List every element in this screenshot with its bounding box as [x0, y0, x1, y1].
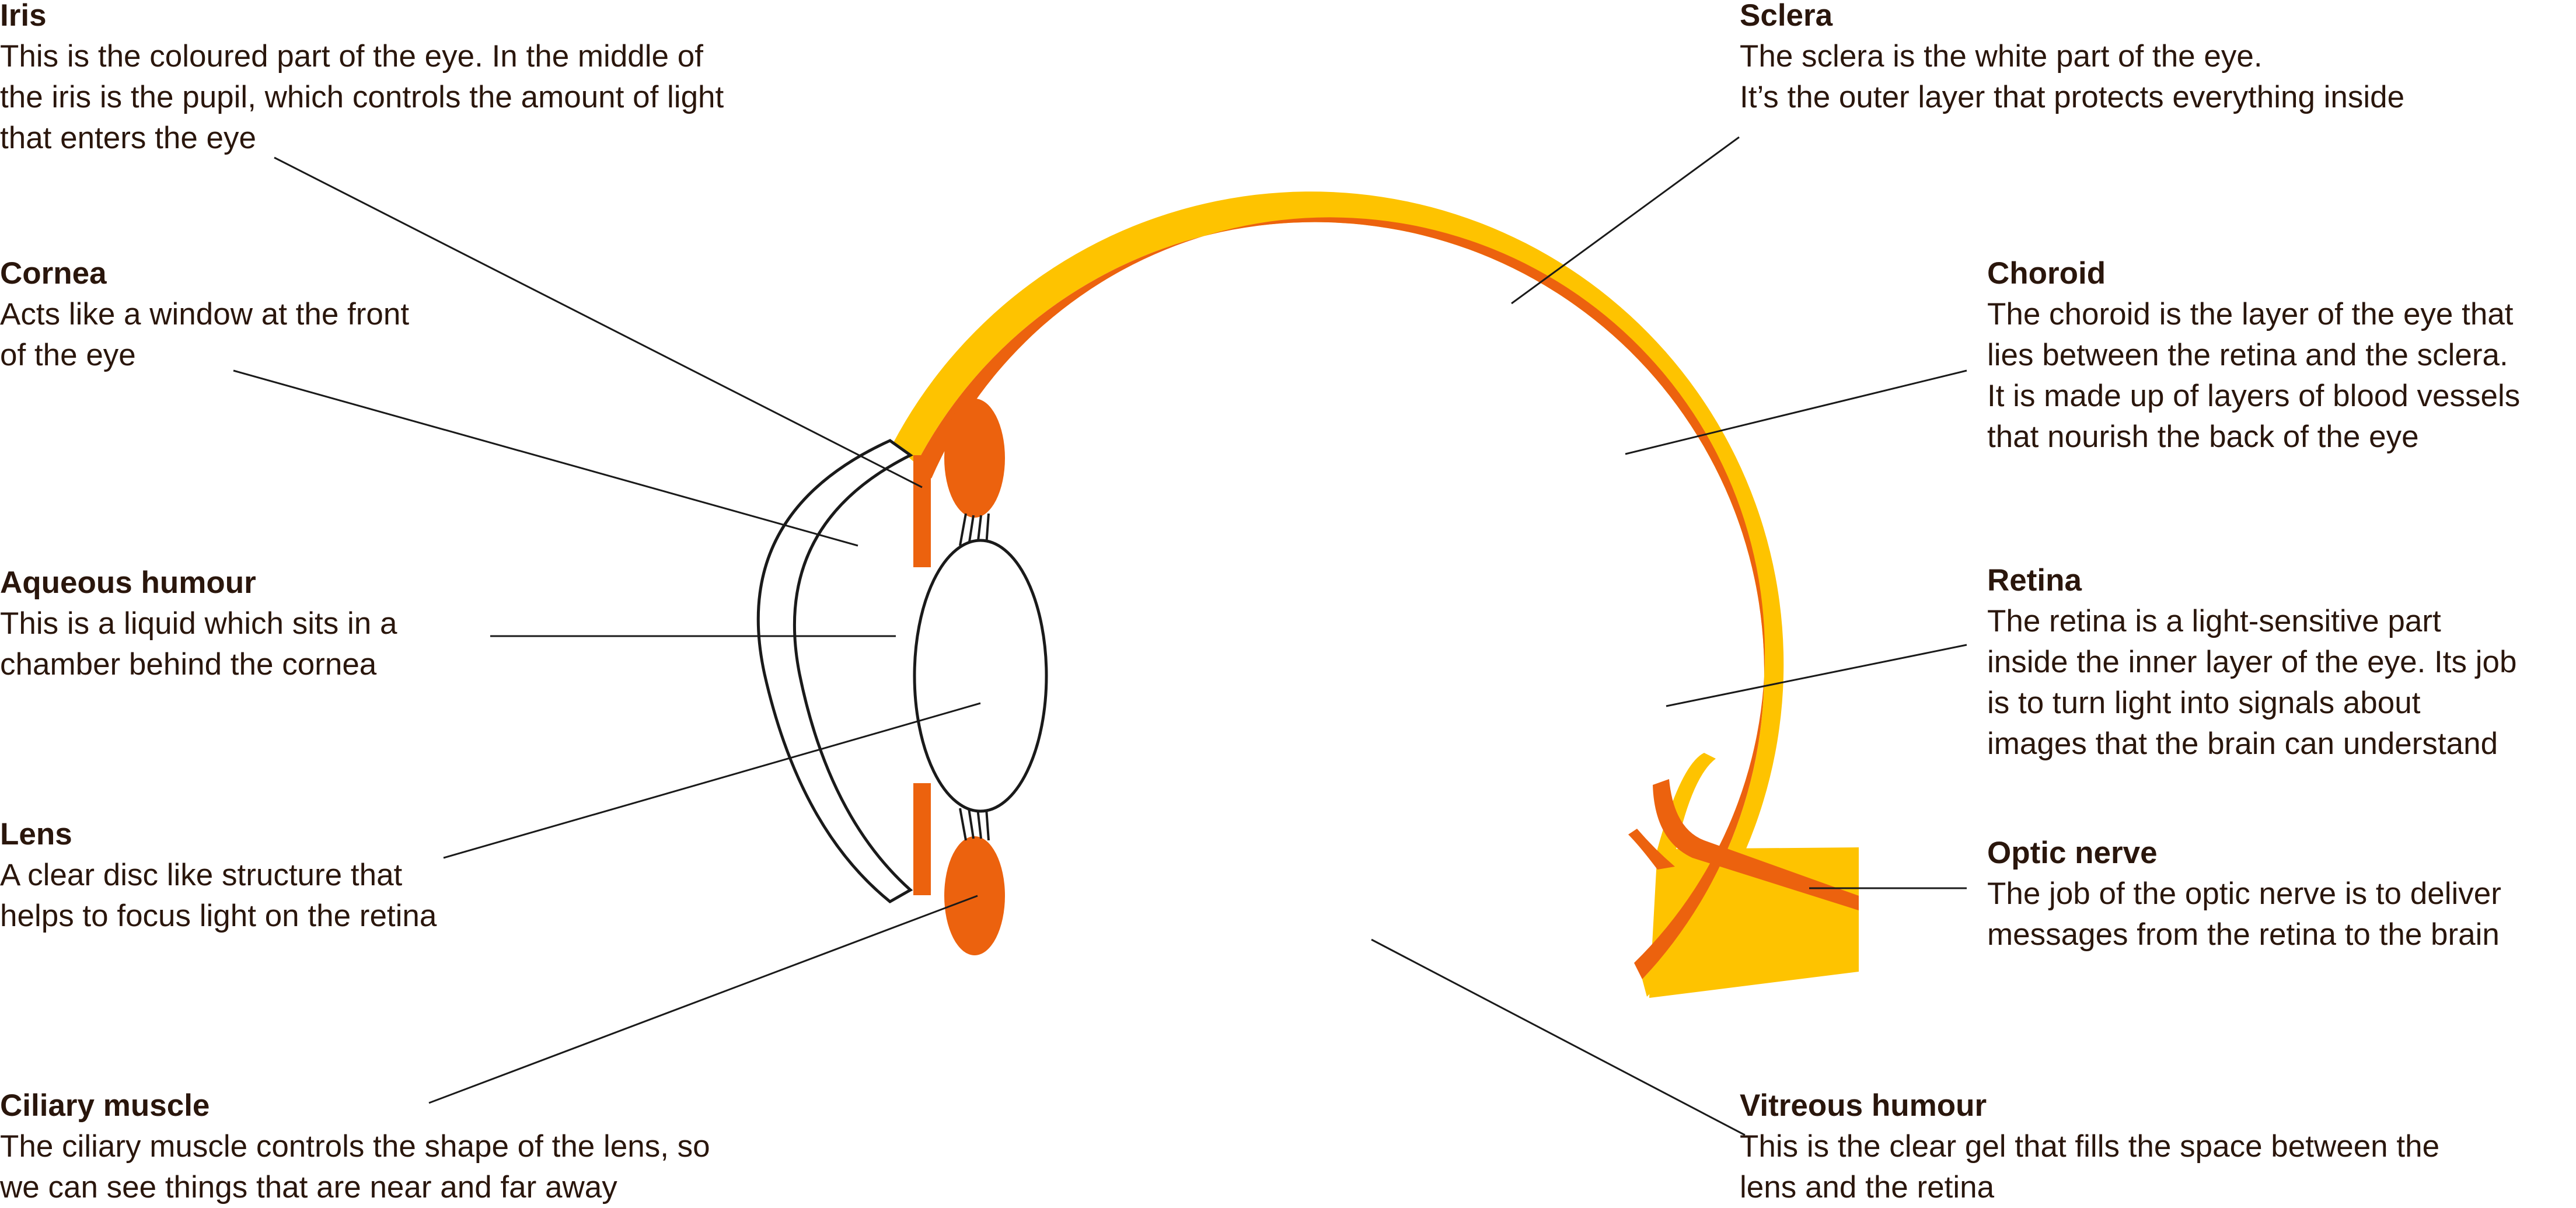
leader-vitreous: [1371, 938, 1746, 1136]
label-lens: Lens A clear disc like structure that he…: [0, 814, 525, 937]
label-cornea-title: Cornea: [0, 256, 107, 291]
label-iris-title: Iris: [0, 0, 47, 33]
lens: [913, 539, 1048, 813]
leader-cornea: [233, 369, 858, 547]
optic-nerve-lower: [1628, 829, 1675, 870]
label-lens-title: Lens: [0, 817, 72, 851]
leader-ciliary: [428, 895, 978, 1104]
label-retina-title: Retina: [1987, 563, 2082, 598]
ciliary-muscle-lower: [944, 836, 1005, 955]
leader-lens: [443, 702, 981, 859]
label-choroid-desc: The choroid is the layer of the eye that…: [1987, 297, 2521, 454]
leader-choroid: [1625, 369, 1967, 455]
iris-lower: [913, 783, 931, 895]
label-iris-desc: This is the coloured part of the eye. In…: [0, 39, 724, 155]
label-optic-nerve: Optic nerve The job of the optic nerve i…: [1987, 833, 2576, 955]
leader-retina: [1666, 644, 1967, 707]
optic-nerve: [1653, 779, 1859, 910]
leader-sclera: [1511, 136, 1740, 305]
label-choroid: Choroid The choroid is the layer of the …: [1987, 253, 2576, 458]
leader-iris: [274, 156, 923, 488]
cornea: [756, 439, 913, 904]
label-retina: Retina The retina is a light-sensitive p…: [1987, 560, 2576, 764]
label-cornea-desc: Acts like a window at the front of the e…: [0, 297, 410, 372]
label-aqueous-title: Aqueous humour: [0, 565, 256, 600]
label-sclera-title: Sclera: [1740, 0, 1833, 33]
label-retina-desc: The retina is a light-sensitive part ins…: [1987, 604, 2517, 761]
label-optic-title: Optic nerve: [1987, 836, 2158, 870]
label-cornea: Cornea Acts like a window at the front o…: [0, 253, 525, 376]
label-optic-desc: The job of the optic nerve is to deliver…: [1987, 877, 2501, 952]
label-ciliary-title: Ciliary muscle: [0, 1088, 210, 1123]
label-ciliary-desc: The ciliary muscle controls the shape of…: [0, 1129, 710, 1204]
label-vitreous-title: Vitreous humour: [1740, 1088, 1987, 1123]
label-choroid-title: Choroid: [1987, 256, 2106, 291]
label-iris: Iris This is the coloured part of the ey…: [0, 0, 852, 159]
label-sclera-desc: The sclera is the white part of the eye.…: [1740, 39, 2405, 114]
iris-upper: [913, 455, 931, 567]
leader-lines: [233, 136, 1967, 1136]
label-aqueous-humour: Aqueous humour This is a liquid which si…: [0, 563, 525, 685]
ciliary-muscle-upper: [944, 399, 1005, 518]
label-vitreous-desc: This is the clear gel that fills the spa…: [1740, 1129, 2440, 1204]
label-lens-desc: A clear disc like structure that helps t…: [0, 858, 437, 933]
label-vitreous-humour: Vitreous humour This is the clear gel th…: [1740, 1085, 2557, 1208]
label-aqueous-desc: This is a liquid which sits in a chamber…: [0, 606, 397, 682]
label-sclera: Sclera The sclera is the white part of t…: [1740, 0, 2557, 118]
label-ciliary-muscle: Ciliary muscle The ciliary muscle contro…: [0, 1085, 852, 1208]
